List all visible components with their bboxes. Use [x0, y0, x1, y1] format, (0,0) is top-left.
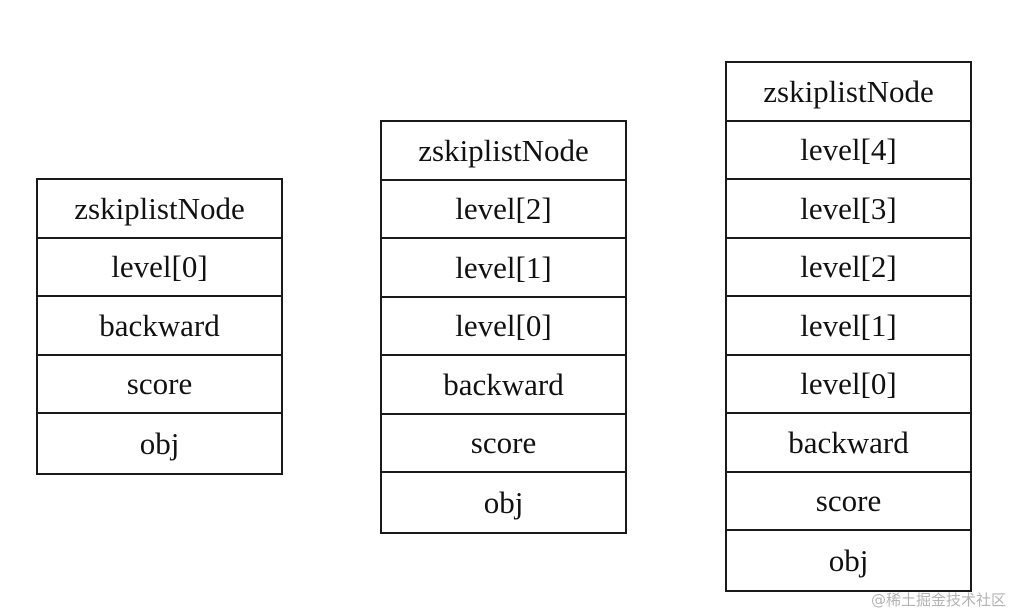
node-field-backward: backward [727, 414, 970, 473]
node-title: zskiplistNode [38, 180, 281, 239]
node-field-backward: backward [38, 297, 281, 356]
node-title: zskiplistNode [727, 63, 970, 122]
node-field-score: score [727, 473, 970, 531]
node-field-level: level[1] [382, 239, 625, 298]
node-field-level: level[2] [727, 239, 970, 297]
node-field-obj: obj [139, 425, 180, 461]
node-field-level: level[3] [727, 180, 970, 239]
node-field-score: score [382, 415, 625, 473]
node-field-obj: obj [828, 542, 869, 578]
node-field-backward: backward [382, 356, 625, 415]
node-field-score: score [38, 356, 281, 414]
node-field-level: level[0] [727, 356, 970, 414]
node-field-level: level[1] [727, 297, 970, 356]
skiplist-node-3: zskiplistNode level[4] level[3] level[2]… [725, 61, 972, 592]
node-field-level: level[2] [382, 181, 625, 239]
node-field-level: level[0] [382, 298, 625, 356]
node-title: zskiplistNode [382, 122, 625, 181]
node-field-level: level[0] [38, 239, 281, 297]
node-field-level: level[4] [727, 122, 970, 180]
watermark: @稀土掘金技术社区 [870, 591, 1006, 609]
node-field-obj: obj [483, 484, 524, 520]
skiplist-node-1: zskiplistNode level[0] backward score ob… [36, 178, 283, 475]
skiplist-node-2: zskiplistNode level[2] level[1] level[0]… [380, 120, 627, 534]
